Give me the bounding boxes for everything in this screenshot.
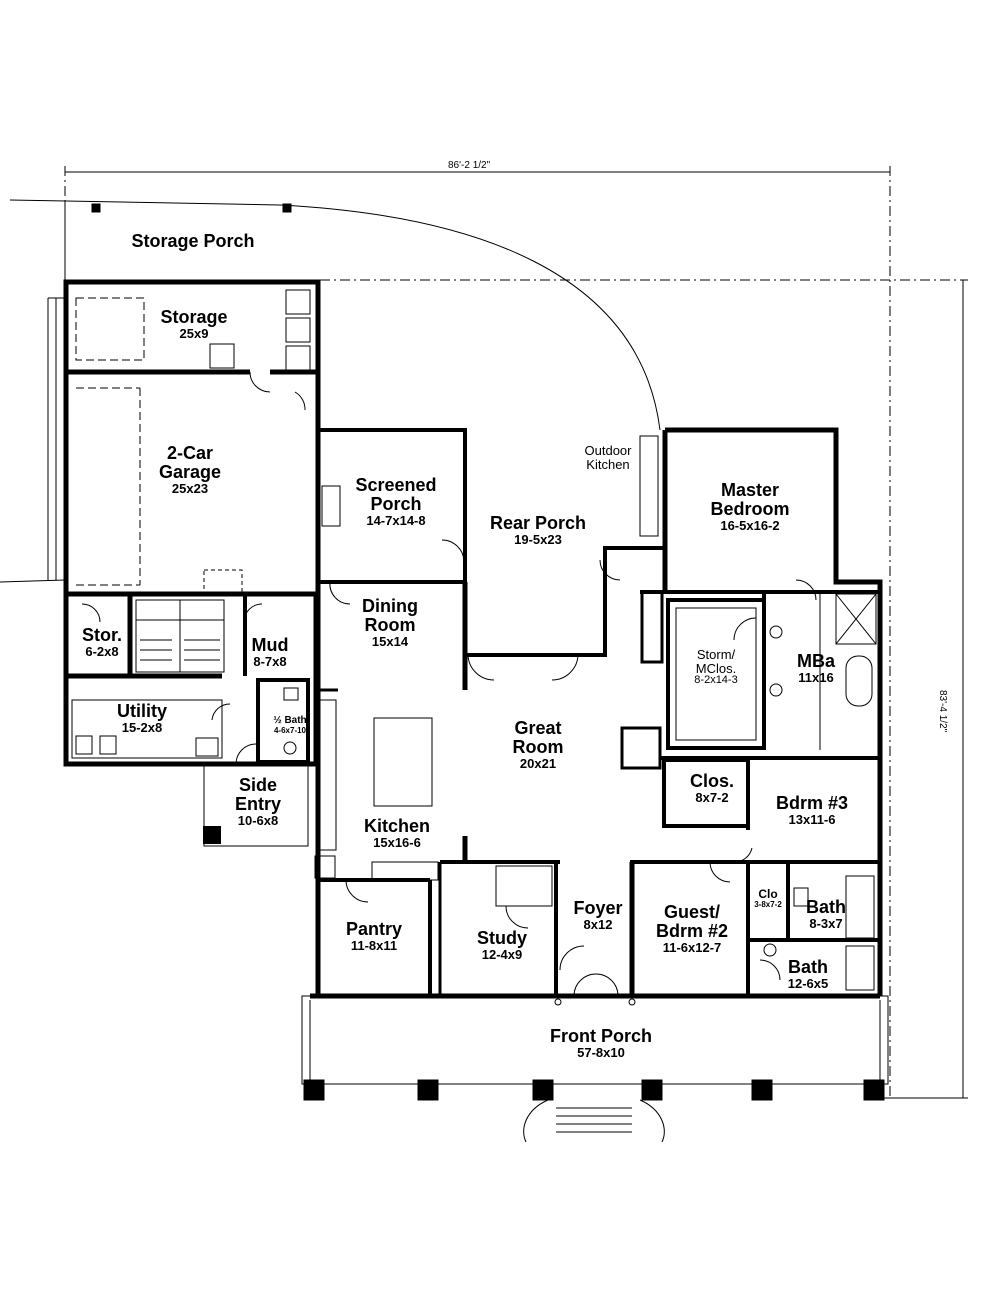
overall-depth-label: 83'-4 1/2" — [937, 690, 948, 733]
bedroom-walls — [629, 756, 880, 996]
overall-width-label: 86'-2 1/2" — [448, 160, 491, 171]
room-outdoor-kitchen: Outdoor Kitchen — [584, 443, 632, 472]
room-stor: Stor.6-2x8 — [81, 625, 123, 659]
master-suite-walls — [620, 579, 880, 770]
front-porch-outline — [301, 995, 889, 1143]
storage-porch-outline — [0, 199, 661, 583]
room-storage-porch: Storage Porch — [131, 231, 255, 251]
kitchen-core-walls — [314, 688, 619, 997]
room-storm-closet: Storm/ MClos.8-2x14-3 — [694, 647, 738, 687]
room-clos: Clos.8x7-2 — [689, 771, 735, 805]
